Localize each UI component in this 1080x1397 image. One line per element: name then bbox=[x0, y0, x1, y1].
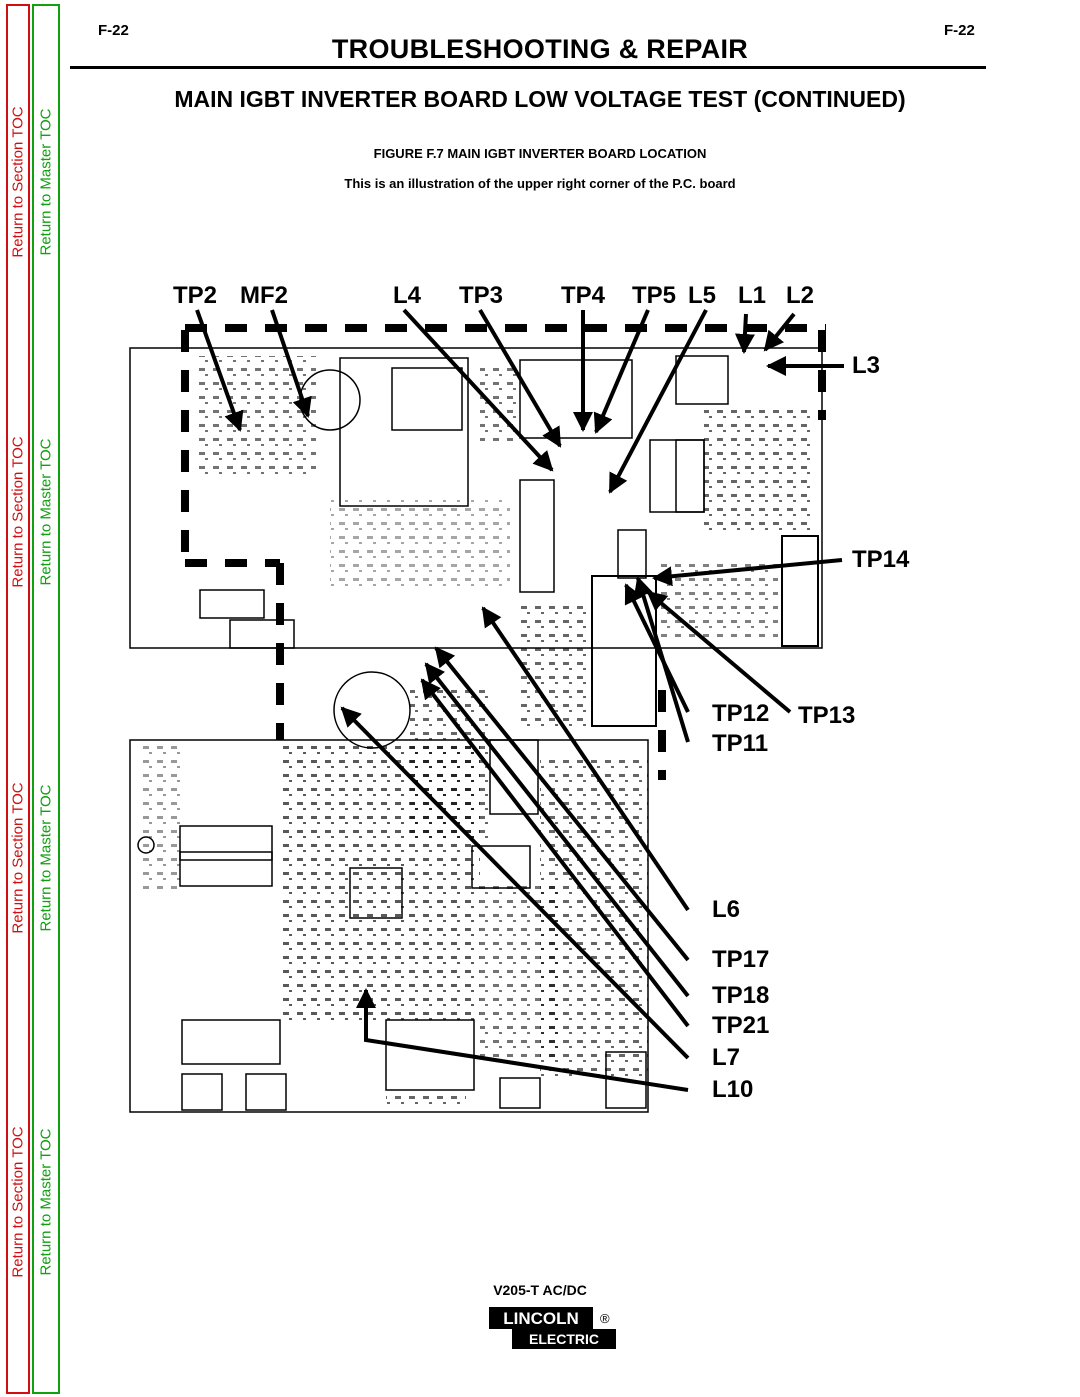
page-title: MAIN IGBT INVERTER BOARD LOW VOLTAGE TES… bbox=[174, 86, 906, 112]
callout-tp21: TP21 bbox=[712, 1012, 770, 1039]
callout-l5: L5 bbox=[688, 282, 717, 309]
logo-bottom-text: ELECTRIC bbox=[529, 1331, 599, 1347]
callout-tp5: TP5 bbox=[632, 282, 677, 309]
figure-caption: FIGURE F.7 MAIN IGBT INVERTER BOARD LOCA… bbox=[373, 146, 707, 161]
callout-tp2: TP2 bbox=[173, 282, 218, 309]
callout-tp18: TP18 bbox=[712, 982, 770, 1009]
callout-l4: L4 bbox=[393, 282, 422, 309]
figure-subcaption: This is an illustration of the upper rig… bbox=[344, 176, 736, 191]
callout-tp14: TP14 bbox=[852, 546, 910, 573]
callout-l7: L7 bbox=[712, 1044, 741, 1071]
callout-l2: L2 bbox=[786, 282, 815, 309]
page-number-right: F-22 bbox=[944, 22, 975, 39]
callout-leaders bbox=[195, 308, 844, 1092]
page-number-left: F-22 bbox=[98, 22, 129, 39]
callout-l6: L6 bbox=[712, 896, 741, 923]
lincoln-electric-logo: LINCOLN ELECTRIC ® bbox=[489, 1307, 616, 1349]
board-components bbox=[140, 356, 814, 1108]
master-toc-strip: Return to Master TOC Return to Master TO… bbox=[32, 4, 60, 1394]
callout-tp4: TP4 bbox=[561, 282, 606, 309]
callout-tp11: TP11 bbox=[712, 730, 769, 757]
model-number: V205-T AC/DC bbox=[493, 1282, 587, 1298]
registered-mark: ® bbox=[600, 1311, 610, 1326]
logo-top-text: LINCOLN bbox=[503, 1309, 579, 1328]
callout-l1: L1 bbox=[738, 282, 767, 309]
callout-tp3: TP3 bbox=[459, 282, 504, 309]
section-toc-strip: Return to Section TOC Return to Section … bbox=[6, 4, 30, 1394]
section-title: TROUBLESHOOTING & REPAIR bbox=[331, 34, 749, 64]
header-rule bbox=[70, 66, 986, 69]
callout-tp17: TP17 bbox=[712, 946, 770, 973]
callout-mf2: MF2 bbox=[240, 282, 288, 309]
callout-tp12: TP12 bbox=[712, 700, 770, 727]
callout-l3: L3 bbox=[852, 352, 881, 379]
callout-tp13: TP13 bbox=[798, 702, 856, 729]
callout-l10: L10 bbox=[712, 1076, 754, 1103]
